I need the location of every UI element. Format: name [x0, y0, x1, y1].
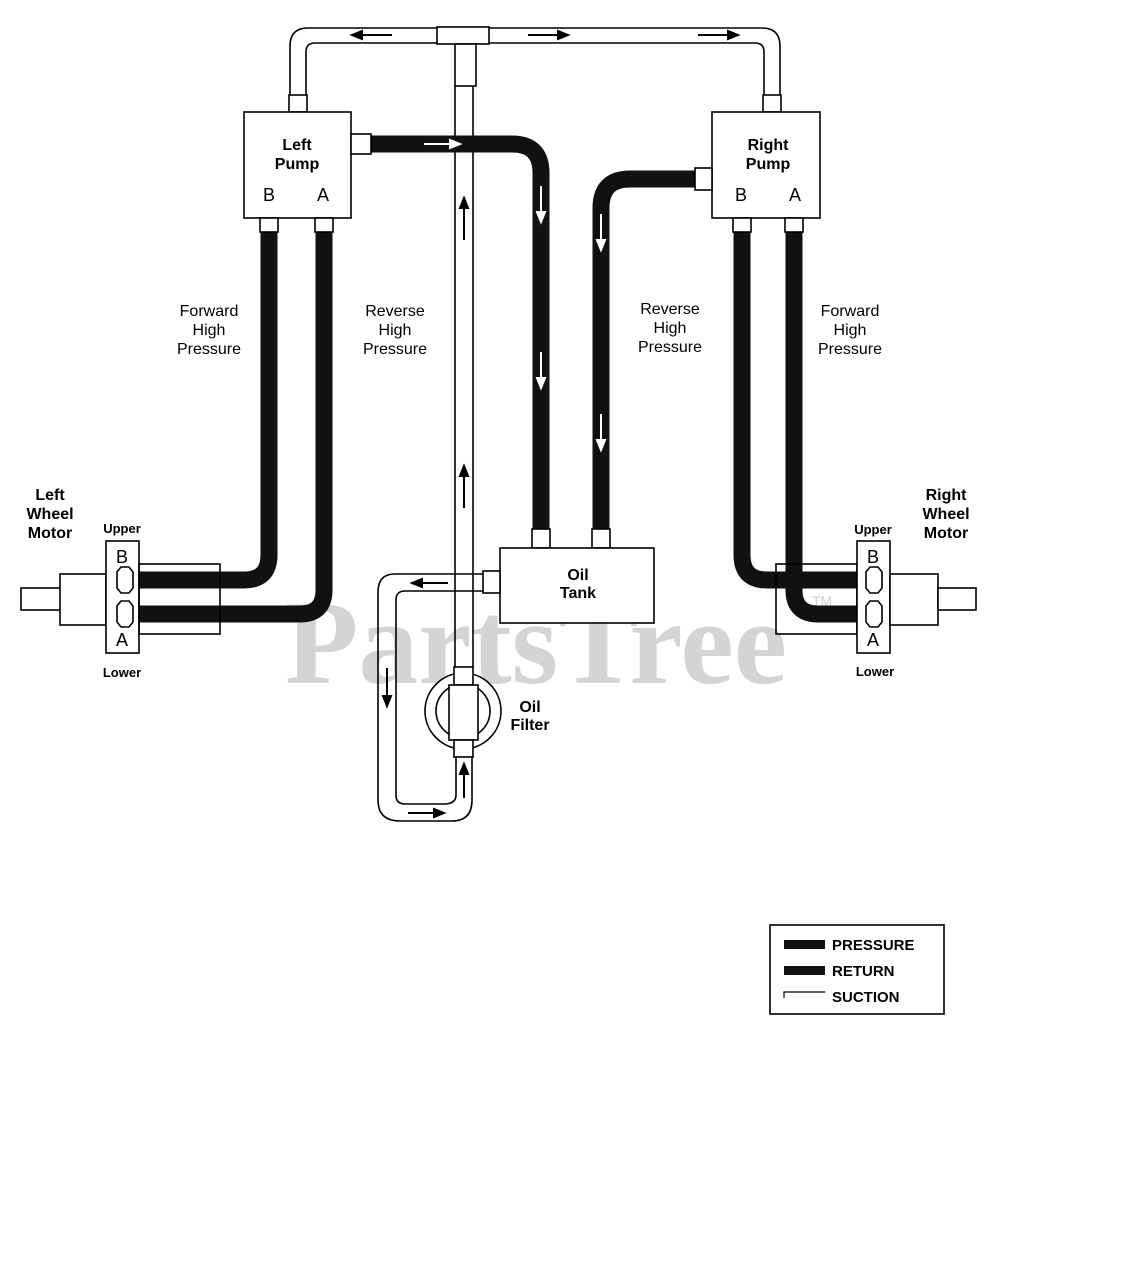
- legend-return-label: RETURN: [832, 963, 895, 980]
- oil-tank: Oil Tank: [482, 528, 655, 624]
- left-motor-upper-label: Upper: [103, 521, 141, 536]
- right-motor-port-b: B: [867, 547, 879, 567]
- left-forward-label-2: High: [193, 322, 226, 339]
- right-pump: Right Pump B A: [694, 94, 821, 233]
- right-reverse-hose: [733, 232, 874, 589]
- return-flow-arrows: [424, 138, 607, 453]
- right-motor-label-3: Motor: [924, 525, 968, 542]
- right-reverse-label-1: Reverse: [640, 301, 700, 318]
- left-motor-port-a: A: [116, 630, 128, 650]
- oil-filter: Oil Filter: [424, 666, 550, 758]
- oil-filter-label-2: Filter: [510, 717, 549, 734]
- left-reverse-label-3: Pressure: [363, 341, 427, 358]
- left-reverse-label-1: Reverse: [365, 303, 425, 320]
- legend-suction-label: SUCTION: [832, 989, 900, 1006]
- right-motor-label-1: Right: [926, 487, 968, 504]
- legend: PRESSURE RETURN SUCTION: [769, 924, 945, 1015]
- right-pump-label-1: Right: [748, 137, 790, 154]
- right-reverse-label-2: High: [654, 320, 687, 337]
- oil-tank-label-1: Oil: [567, 567, 588, 584]
- left-motor-label-1: Left: [35, 487, 65, 504]
- suction-flow-arrows: [349, 29, 741, 819]
- right-motor-port-a: A: [867, 630, 879, 650]
- left-pump-label-1: Left: [282, 137, 312, 154]
- left-wheel-motor: Left Wheel Motor Upper Lower B A: [20, 487, 221, 680]
- right-forward-label-1: Forward: [821, 303, 880, 320]
- right-motor-lower-label: Lower: [856, 664, 894, 679]
- left-reverse-label-2: High: [379, 322, 412, 339]
- right-motor-label-2: Wheel: [922, 506, 969, 523]
- legend-pressure-swatch: [784, 940, 825, 949]
- pressure-hoses: [124, 135, 874, 623]
- left-pump-port-b: B: [263, 185, 275, 205]
- legend-return-swatch: [784, 966, 825, 975]
- left-pump: Left Pump B A: [243, 94, 372, 233]
- right-pump-return-hose: [592, 170, 695, 530]
- left-forward-label-1: Forward: [180, 303, 239, 320]
- left-pump-port-a: A: [317, 185, 329, 205]
- right-forward-label-3: Pressure: [818, 341, 882, 358]
- line-labels: Forward High Pressure Reverse High Press…: [177, 301, 882, 358]
- right-forward-hose: [785, 232, 874, 623]
- legend-pressure-label: PRESSURE: [832, 937, 915, 954]
- right-motor-upper-label: Upper: [854, 522, 892, 537]
- legend-suction-swatch: [783, 991, 825, 998]
- watermark-tm: TM: [812, 593, 832, 609]
- left-reverse-hose: [124, 232, 333, 623]
- left-motor-label-3: Motor: [28, 525, 72, 542]
- right-pump-port-a: A: [789, 185, 801, 205]
- left-pump-return-hose: [371, 135, 550, 530]
- suction-lines: [289, 26, 781, 822]
- right-pump-label-2: Pump: [746, 156, 791, 173]
- left-forward-hose: [124, 232, 278, 589]
- left-pump-label-2: Pump: [275, 156, 320, 173]
- right-forward-label-2: High: [834, 322, 867, 339]
- right-reverse-label-3: Pressure: [638, 339, 702, 356]
- left-forward-label-3: Pressure: [177, 341, 241, 358]
- right-pump-port-b: B: [735, 185, 747, 205]
- left-motor-port-b: B: [116, 547, 128, 567]
- right-wheel-motor: Right Wheel Motor Upper Lower B A: [775, 487, 977, 679]
- left-motor-label-2: Wheel: [26, 506, 73, 523]
- left-motor-lower-label: Lower: [103, 665, 141, 680]
- oil-filter-label-1: Oil: [519, 699, 540, 716]
- oil-tank-label-2: Tank: [560, 585, 596, 602]
